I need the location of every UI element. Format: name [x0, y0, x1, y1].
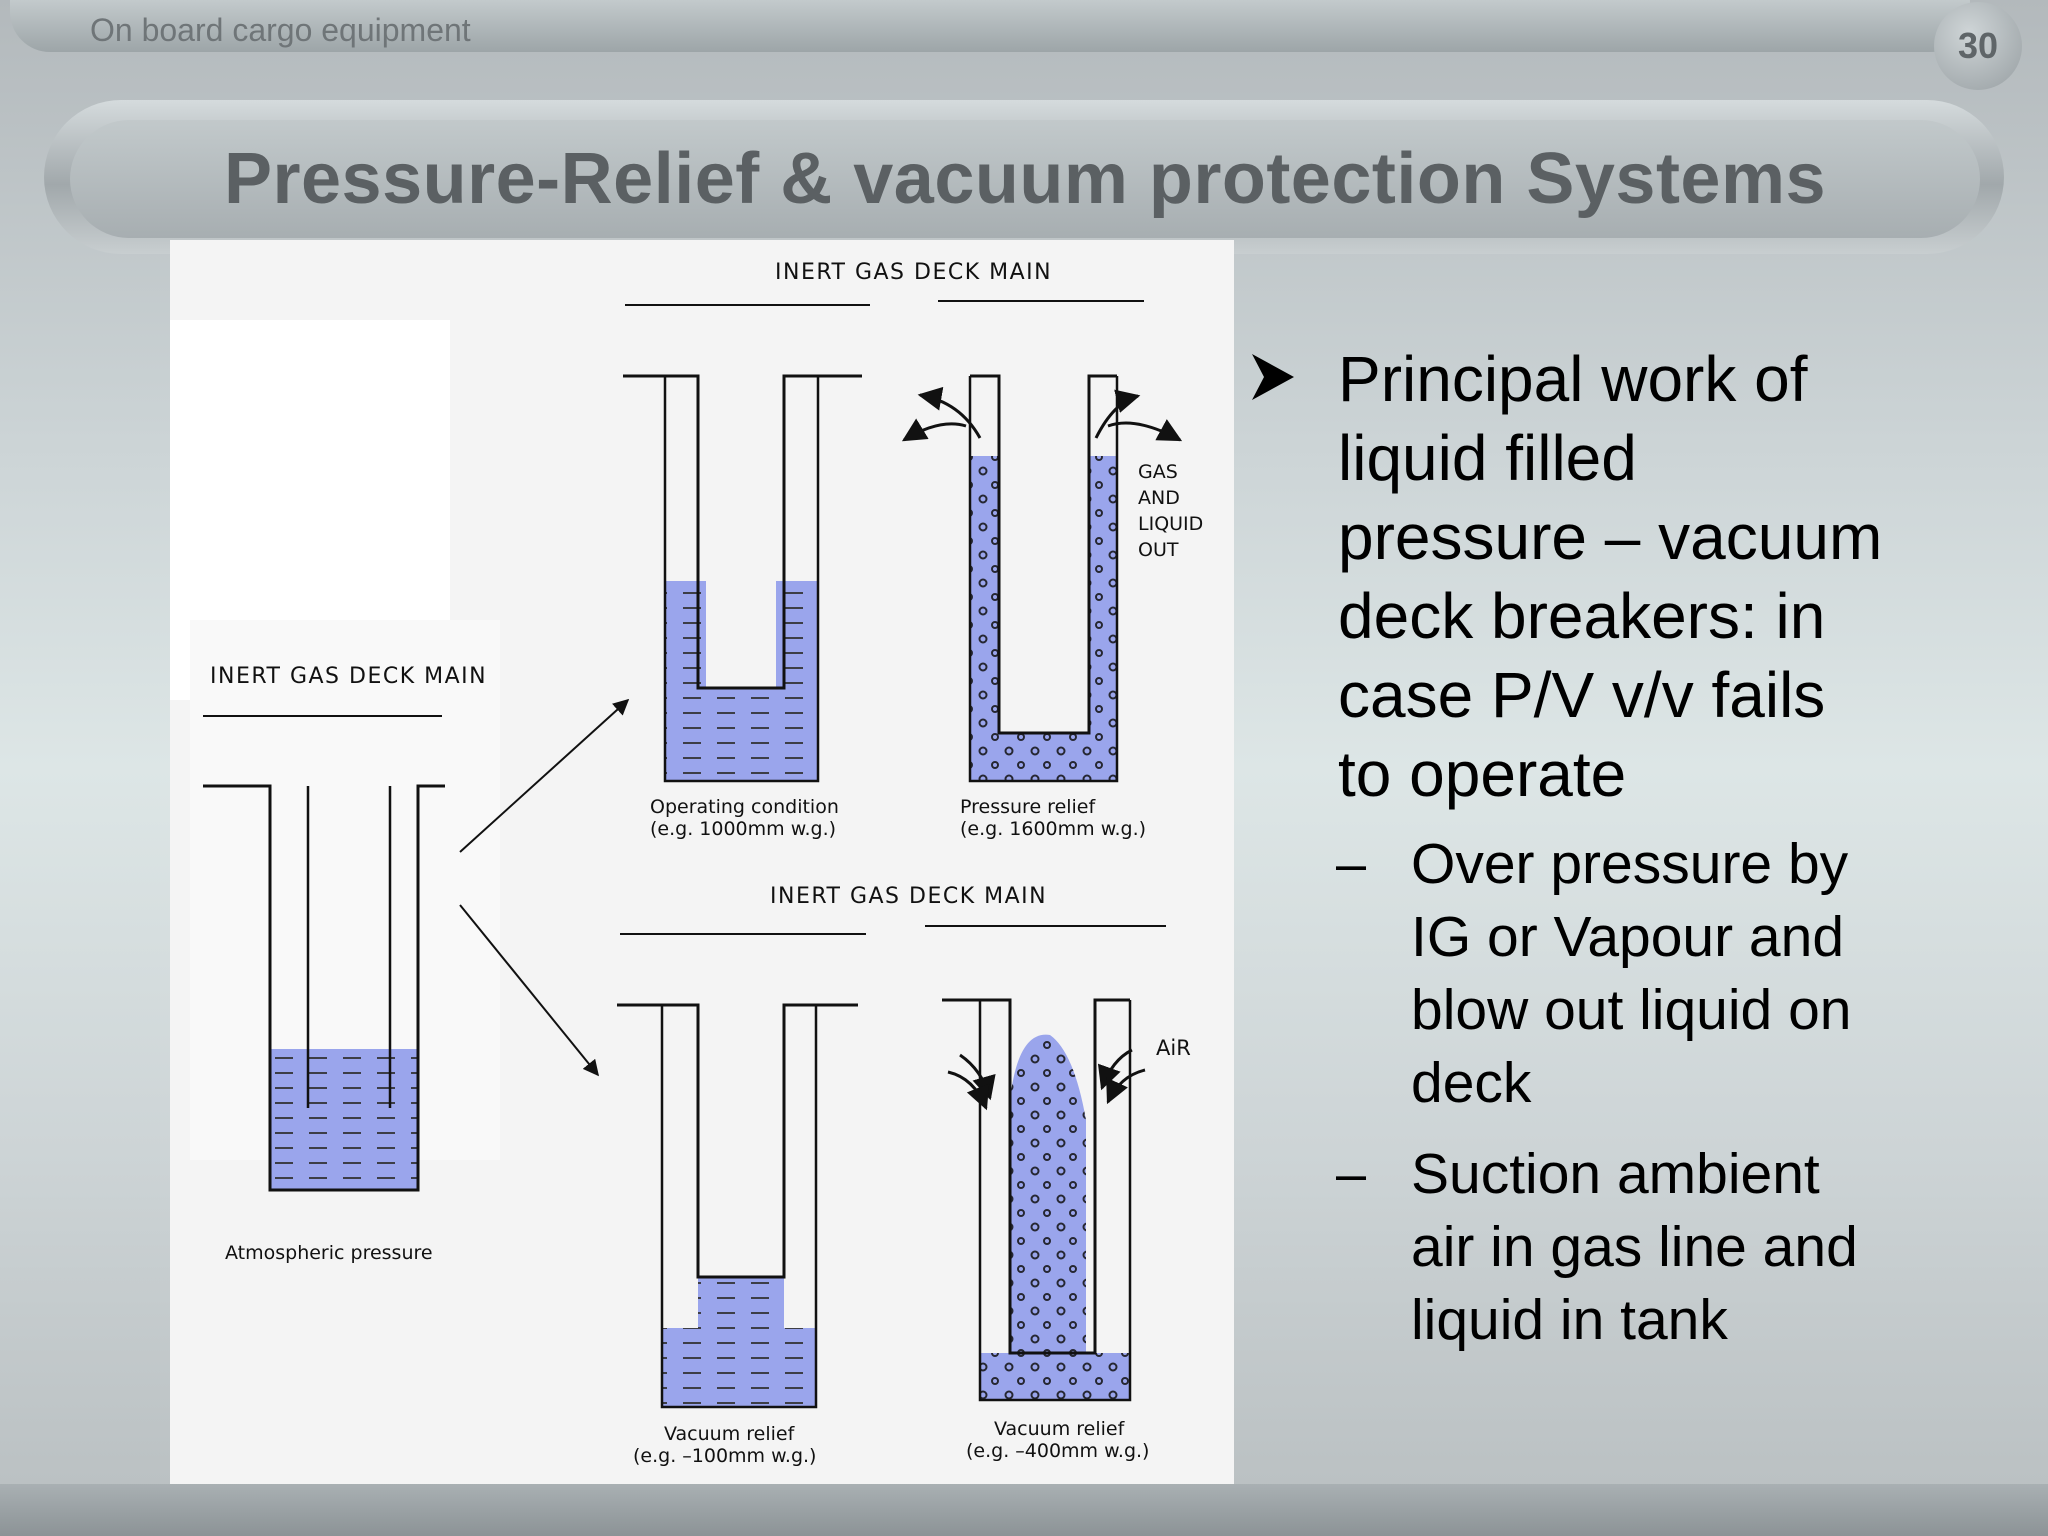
dash-bullet-icon: – [1336, 834, 1367, 894]
pressure-tube-inner [970, 374, 1117, 735]
vacuum-small-caption-2: (e.g. –100mm w.g.) [633, 1445, 816, 1467]
page-number-badge: 30 [1934, 2, 2022, 90]
relief-caption-2: (e.g. 1600mm w.g.) [960, 818, 1146, 840]
vacuum-small-tube-outer [660, 1005, 818, 1409]
section-label: On board cargo equipment [90, 12, 471, 48]
operating-tube-outer [663, 376, 820, 783]
sub-bullet-line: liquid in tank [1411, 1288, 1728, 1352]
vacuum-small-caption-1: Vacuum relief [664, 1423, 796, 1445]
slide-title: Pressure-Relief & vacuum protection Syst… [223, 139, 1827, 219]
main-bullet-line: case P/V v/v fails [1338, 659, 1826, 731]
sub-bullet-overpressure: – Over pressure by IG or Vapour and blow… [1250, 828, 2040, 1120]
footer-bar [0, 1484, 2048, 1536]
page-number: 30 [1957, 25, 1999, 66]
top-deck-main-label: INERT GAS DECK MAIN [775, 260, 1052, 285]
vacuum-large-caption-2: (e.g. –400mm w.g.) [966, 1440, 1149, 1462]
sub-bullet-line: blow out liquid on [1411, 978, 1852, 1042]
pv-breaker-diagram: INERT GAS DECK MAIN Atmospheric pressure… [170, 240, 1234, 1484]
main-bullet-line: deck breakers: in [1338, 580, 1826, 652]
gas-out-label-3: LIQUID [1138, 513, 1203, 535]
sub-bullet-line: IG or Vapour and [1411, 905, 1845, 969]
vacuum-large-tube-outer [978, 1000, 1132, 1402]
dash-bullet-icon: – [1336, 1144, 1367, 1204]
pressure-tube-outer [968, 376, 1119, 783]
air-label: AiR [1156, 1036, 1191, 1060]
arrow-to-pressure [459, 698, 630, 853]
left-deck-main-label: INERT GAS DECK MAIN [210, 664, 487, 689]
left-panel: INERT GAS DECK MAIN Atmospheric pressure [203, 664, 487, 1264]
sub-bullet-list: – Over pressure by IG or Vapour and blow… [1250, 828, 2040, 1357]
operating-caption-1: Operating condition [650, 796, 839, 818]
gas-out-label-4: OUT [1138, 539, 1179, 561]
title-bar: Pressure-Relief & vacuum protection Syst… [70, 120, 1980, 238]
sub-bullet-line: Over pressure by [1411, 832, 1849, 896]
sub-bullet-line: air in gas line and [1411, 1215, 1858, 1279]
gas-out-label-2: AND [1138, 487, 1180, 509]
relief-caption-1: Pressure relief [960, 796, 1097, 818]
vacuum-large-tube-inner [942, 998, 1130, 1355]
main-bullet-line: Principal work of [1338, 343, 1808, 415]
operating-caption-2: (e.g. 1000mm w.g.) [650, 818, 836, 840]
sub-bullet-line: deck [1411, 1051, 1532, 1115]
main-bullet: Principal work of liquid filled pressure… [1250, 340, 2040, 814]
vacuum-small-tube-inner [617, 1003, 858, 1279]
main-bullet-line: to operate [1338, 738, 1627, 810]
vacuum-large-caption-1: Vacuum relief [994, 1418, 1126, 1440]
sub-bullet-line: Suction ambient [1411, 1142, 1820, 1206]
operating-tube-inner [623, 374, 862, 690]
bullet-list: Principal work of liquid filled pressure… [1250, 340, 2040, 1375]
left-caption: Atmospheric pressure [225, 1242, 433, 1264]
gas-out-label-1: GAS [1138, 461, 1178, 483]
main-bullet-line: liquid filled [1338, 422, 1637, 494]
header-bar [10, 0, 1970, 52]
main-bullet-line: pressure – vacuum [1338, 501, 1883, 573]
arrowhead-bullet-icon [1250, 352, 1296, 407]
bottom-deck-main-label: INERT GAS DECK MAIN [770, 884, 1047, 909]
top-panel: INERT GAS DECK MAIN Operating condition … [623, 260, 1203, 840]
bottom-panel: INERT GAS DECK MAIN Vacuum relief (e.g. … [617, 884, 1191, 1467]
arrow-to-vacuum [459, 904, 600, 1077]
sub-bullet-suction: – Suction ambient air in gas line and li… [1250, 1138, 2040, 1357]
